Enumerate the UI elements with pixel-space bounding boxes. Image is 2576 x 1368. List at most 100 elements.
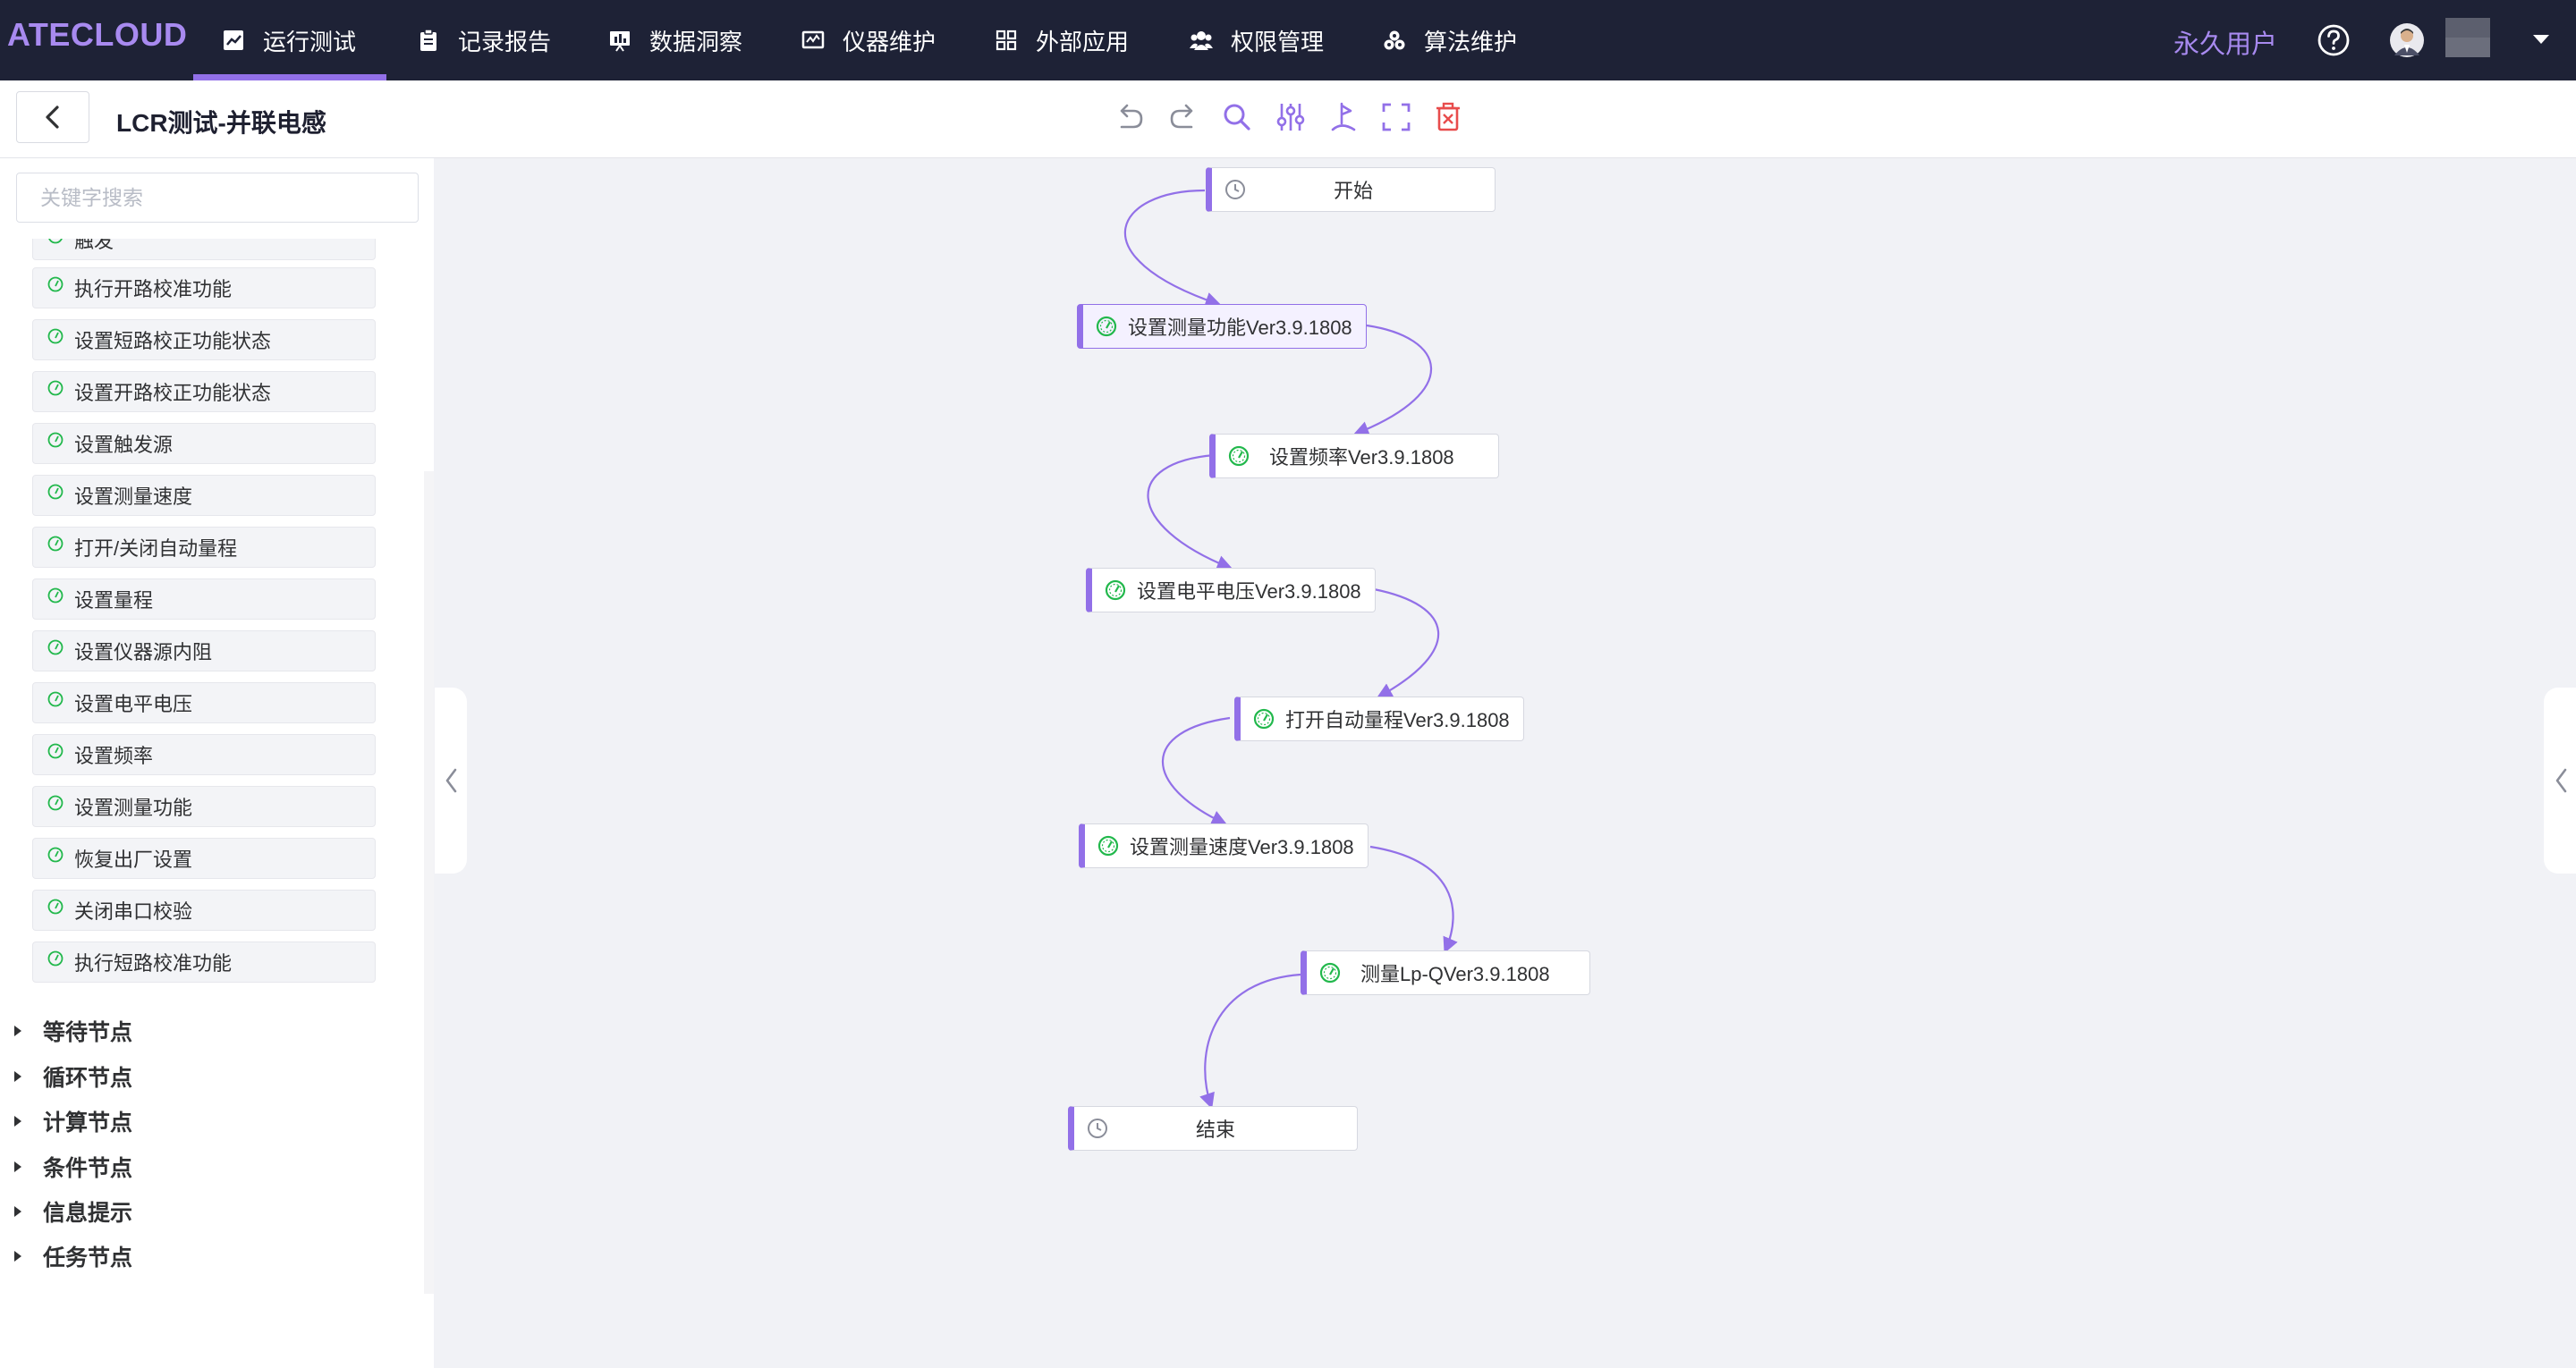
gauge-icon <box>1228 445 1250 467</box>
delete-icon[interactable] <box>1431 100 1465 134</box>
chevron-left-icon <box>2555 768 2567 793</box>
group-loop-nodes[interactable]: 循环节点 <box>13 1061 132 1092</box>
flow-edge[interactable] <box>1369 845 1458 954</box>
flow-node-start[interactable]: 开始 <box>1206 167 1496 212</box>
gauge-icon <box>47 587 64 604</box>
user-type-label[interactable]: 永久用户 <box>2174 30 2278 59</box>
list-item[interactable]: 触发 <box>32 239 376 260</box>
presentation-icon <box>610 31 630 52</box>
list-item[interactable]: 设置测量功能 <box>32 786 376 827</box>
list-item[interactable]: 设置测量速度 <box>32 475 376 516</box>
list-item[interactable]: 设置短路校正功能状态 <box>32 319 376 360</box>
flow-node-label: 结束 <box>1195 1119 1235 1141</box>
group-info-prompt[interactable]: 信息提示 <box>13 1196 132 1227</box>
list-item[interactable]: 设置频率 <box>32 734 376 775</box>
users-icon <box>1190 31 1213 50</box>
nav-active-indicator <box>193 74 386 80</box>
flow-edge[interactable] <box>1147 453 1233 570</box>
list-item[interactable]: 设置开路校正功能状态 <box>32 371 376 412</box>
caret-right-icon <box>14 1026 21 1036</box>
nav-item-external-apps[interactable]: 外部应用 <box>995 0 1129 80</box>
flow-edge[interactable] <box>1373 587 1440 698</box>
group-compute-nodes[interactable]: 计算节点 <box>13 1106 132 1136</box>
chevron-left-icon <box>46 106 59 129</box>
flow-node-auto-range[interactable]: 打开自动量程Ver3.9.1808 <box>1234 697 1524 741</box>
clipboard-icon <box>420 29 436 51</box>
list-item-label: 设置测量速度 <box>74 486 193 508</box>
fullscreen-icon[interactable] <box>1379 100 1413 134</box>
gauge-icon <box>47 484 64 500</box>
flow-edge[interactable] <box>1352 324 1433 436</box>
gauge-icon <box>47 899 64 915</box>
expand-right-panel-button[interactable] <box>2544 688 2576 874</box>
chevron-down-icon[interactable] <box>2531 32 2551 46</box>
avatar[interactable] <box>2390 23 2424 57</box>
app-logo: ATECLOUD <box>7 16 188 53</box>
top-navigation-bar: ATECLOUD 运行测试 记录报告 数据洞察 仪器维护 外部应用 权限管理 算… <box>0 0 2576 80</box>
gauge-icon <box>47 432 64 448</box>
list-item[interactable]: 执行短路校准功能 <box>32 942 376 983</box>
flow-node-measure-lp-q[interactable]: 测量Lp-QVer3.9.1808 <box>1301 950 1590 995</box>
collapse-left-panel-button[interactable] <box>435 688 467 874</box>
group-label: 条件节点 <box>43 1156 133 1181</box>
group-condition-nodes[interactable]: 条件节点 <box>13 1152 132 1182</box>
settings-sliders-icon[interactable] <box>1274 100 1308 134</box>
caret-right-icon <box>14 1116 21 1127</box>
run-icon[interactable] <box>1327 100 1361 134</box>
flow-edge[interactable] <box>1162 716 1231 825</box>
flow-edge[interactable] <box>1123 189 1222 308</box>
flow-node-set-measure-speed[interactable]: 设置测量速度Ver3.9.1808 <box>1079 823 1368 868</box>
group-label: 信息提示 <box>43 1201 133 1226</box>
redo-icon[interactable] <box>1166 100 1200 134</box>
search-input[interactable] <box>16 173 419 223</box>
gauge-icon <box>47 691 64 707</box>
back-button[interactable] <box>16 91 89 143</box>
list-item-label: 执行短路校准功能 <box>74 952 233 975</box>
flow-node-set-frequency[interactable]: 设置频率Ver3.9.1808 <box>1209 434 1499 478</box>
list-item[interactable]: 设置量程 <box>32 578 376 620</box>
scrollbar[interactable] <box>424 471 434 1294</box>
nav-label: 仪器维护 <box>843 28 936 55</box>
gauge-icon <box>48 239 63 244</box>
zoom-icon[interactable] <box>1220 100 1254 134</box>
nav-item-data-insight[interactable]: 数据洞察 <box>608 0 742 80</box>
group-task-nodes[interactable]: 任务节点 <box>13 1241 132 1271</box>
gauge-icon <box>1105 579 1126 601</box>
user-name-redacted[interactable] <box>2445 18 2490 57</box>
list-item-label: 关闭串口校验 <box>74 900 193 923</box>
gauge-icon <box>1096 316 1117 337</box>
nav-item-permission-management[interactable]: 权限管理 <box>1190 0 1324 80</box>
flow-node-set-measure-function[interactable]: 设置测量功能Ver3.9.1808 <box>1077 304 1367 349</box>
gauge-icon <box>47 328 64 344</box>
list-item[interactable]: 打开/关闭自动量程 <box>32 527 376 568</box>
chart-icon <box>224 30 243 50</box>
flow-node-set-level-voltage[interactable]: 设置电平电压Ver3.9.1808 <box>1086 568 1376 612</box>
help-icon[interactable] <box>2317 23 2351 57</box>
flow-node-label: 设置频率Ver3.9.1808 <box>1269 446 1454 469</box>
flow-edge[interactable] <box>1199 973 1301 1110</box>
flow-node-label: 打开自动量程Ver3.9.1808 <box>1285 709 1510 731</box>
list-item[interactable]: 关闭串口校验 <box>32 890 376 931</box>
list-item-label: 执行开路校准功能 <box>74 278 233 300</box>
list-item[interactable]: 设置电平电压 <box>32 682 376 723</box>
list-item[interactable]: 恢复出厂设置 <box>32 838 376 879</box>
nav-item-instrument-maintenance[interactable]: 仪器维护 <box>801 0 936 80</box>
flow-canvas[interactable]: 开始 设置测量功能Ver3.9.1808 设置频率Ver3.9.1808 设置电… <box>435 158 2576 1368</box>
nav-item-run-test[interactable]: 运行测试 <box>222 0 356 80</box>
group-wait-nodes[interactable]: 等待节点 <box>13 1016 132 1046</box>
list-item[interactable]: 设置仪器源内阻 <box>32 630 376 671</box>
nav-item-algorithm-maintenance[interactable]: 算法维护 <box>1383 0 1517 80</box>
list-item-label: 恢复出厂设置 <box>74 849 193 871</box>
undo-icon[interactable] <box>1113 100 1147 134</box>
gauge-icon <box>47 380 64 396</box>
flow-node-end[interactable]: 结束 <box>1068 1106 1358 1151</box>
list-item[interactable]: 执行开路校准功能 <box>32 267 376 308</box>
list-item[interactable]: 设置触发源 <box>32 423 376 464</box>
component-library-panel: 触发 执行开路校准功能 设置短路校正功能状态 设置开路校正功能状态 设置触发源 … <box>0 158 434 1368</box>
caret-right-icon <box>14 1161 21 1172</box>
gauge-icon <box>1319 962 1341 984</box>
gauge-icon <box>1253 708 1275 730</box>
group-label: 循环节点 <box>43 1066 133 1091</box>
group-label: 计算节点 <box>43 1110 133 1136</box>
nav-item-record-report[interactable]: 记录报告 <box>417 0 551 80</box>
